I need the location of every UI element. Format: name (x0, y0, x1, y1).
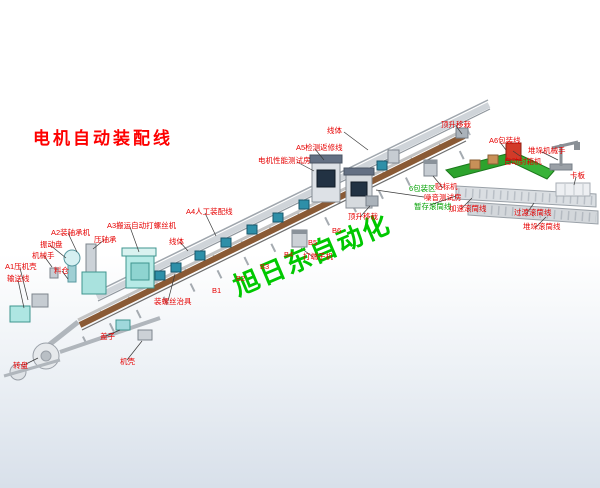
a3-screw-station (121, 247, 157, 289)
palletizing-robot (549, 140, 580, 171)
label-station-b3: B3 (260, 262, 270, 271)
page-title: 电机自动装配线 (33, 129, 173, 148)
label-a3-auto-screw-machine: A3搬运自动打螺丝机 (107, 221, 177, 230)
label-terminal-machine: 打端子机 (303, 252, 333, 261)
pallet (555, 182, 591, 197)
label-station-b4: B4 (284, 250, 294, 259)
roller-conveyor-2 (467, 201, 599, 225)
label-labeling-machine: 贴标机 (435, 182, 458, 191)
label-station-b6: B6 (332, 226, 342, 235)
label-bearing-press: 压轴承 (94, 235, 117, 244)
label-robot-arm: 机械手 (32, 251, 55, 260)
label-a4-manual-assembly-line: A4人工装配线 (186, 207, 233, 216)
lift-transfer-top (455, 127, 469, 139)
label-hopper: 料仓 (54, 266, 69, 275)
label-infeed-conveyor: 输送线 (7, 274, 30, 283)
label-a1-housing-press: A1压机壳 (5, 262, 37, 271)
performance-test-room (309, 154, 343, 203)
label-auto-carton-sealer: 自动封箱机 (504, 157, 542, 166)
label-station-b1: B1 (212, 286, 222, 295)
label-lift-transfer-mid: 顶升移栽 (348, 212, 378, 221)
label-screw-fixture: 装螺丝治具 (154, 297, 192, 306)
label-vibration-bowl: 振动盘 (40, 240, 63, 249)
roller-conveyor-1 (455, 185, 597, 208)
label-performance-test-room: 电机性能测试房 (258, 156, 311, 165)
label-housing: 机壳 (120, 357, 135, 366)
label-station-b5: B5 (308, 238, 318, 247)
label-buffer-roller-line: 暂存滚筒线 (414, 202, 452, 211)
label-packing-area: 6包装区 (409, 184, 436, 193)
label-turntable: 转盘 (13, 361, 28, 370)
a2-bearing-station (49, 243, 107, 295)
label-noise-test-room: 噪音测试房 (424, 193, 462, 202)
labeling-machine (423, 159, 438, 177)
label-acceleration-roller-line: 加速滚筒线 (449, 204, 487, 213)
label-station-b2: B2 (236, 274, 246, 283)
machine-box (387, 149, 400, 164)
label-a2-bearing-machine: A2装轴承机 (51, 228, 91, 237)
noise-test-room (343, 167, 375, 209)
label-transition-roller-line: 过渡滚筒线 (514, 208, 552, 217)
label-a6-packing-line: A6包装线 (489, 136, 521, 145)
label-palletizing-roller-line: 堆垛滚筒线 (523, 222, 561, 231)
terminal-crimping-machine (291, 229, 308, 248)
label-cover: 盖子 (100, 332, 115, 341)
label-a5-test-repair-line: A5检测返修线 (296, 143, 343, 152)
label-pallet: 卡板 (570, 171, 585, 180)
label-lift-transfer-top: 顶升移栽 (441, 120, 471, 129)
label-palletizing-robot: 堆垛机械手 (528, 146, 566, 155)
return-conveyor (95, 99, 494, 316)
cartons (469, 154, 499, 170)
feeder-conveyor (59, 316, 161, 354)
turntable (3, 342, 61, 381)
label-conveyor-body-left: 线体 (169, 237, 184, 246)
label-conveyor-body-top: 线体 (327, 126, 342, 135)
leader-lines (17, 125, 577, 366)
lift-transfer-mid (365, 195, 379, 207)
